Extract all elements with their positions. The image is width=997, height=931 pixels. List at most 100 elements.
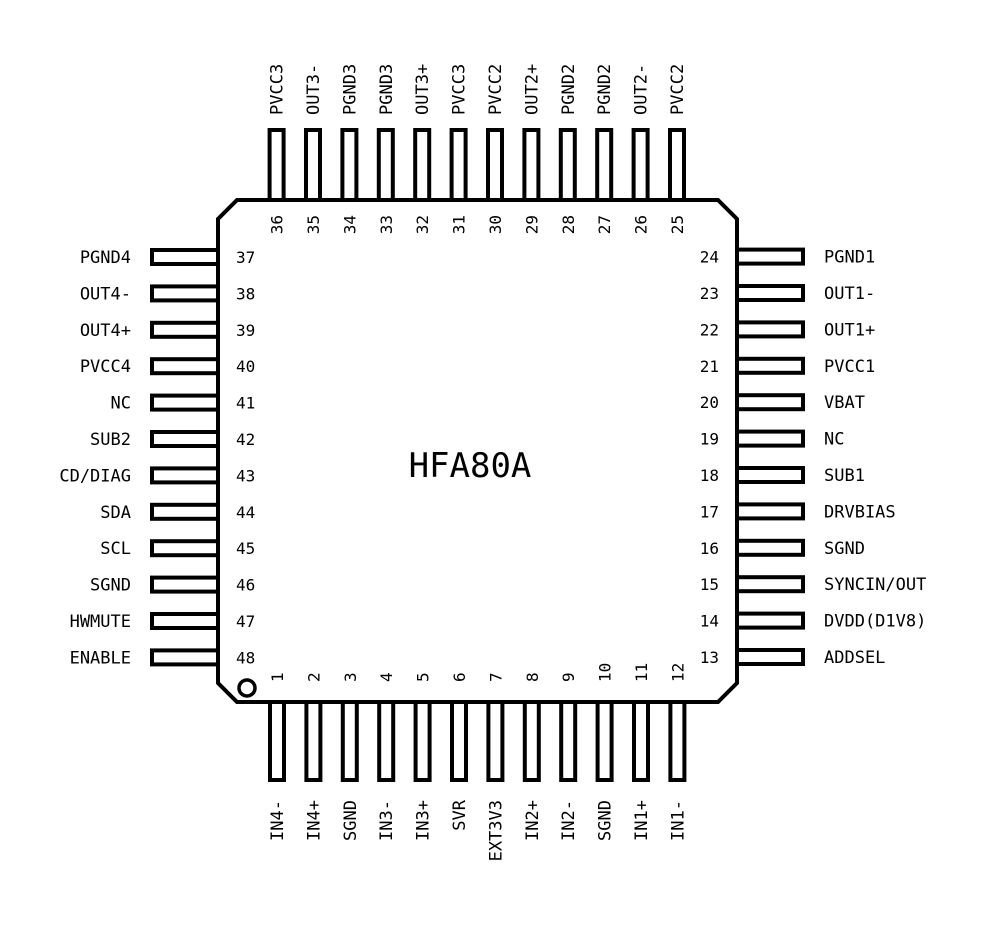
pin-pad-17	[735, 502, 805, 521]
pin-name-10: SGND	[596, 800, 616, 841]
pin-pad-8	[522, 700, 541, 782]
pin-name-24: PGND1	[824, 248, 875, 268]
pin-pad-9	[559, 700, 578, 782]
pin1-marker-icon	[237, 678, 257, 698]
pin-number-43: 43	[236, 466, 255, 485]
pin-number-48: 48	[236, 648, 255, 667]
pin-pad-37	[150, 248, 220, 266]
pin-number-39: 39	[236, 321, 255, 340]
pin-pad-1	[268, 700, 286, 782]
pin-number-9: 9	[559, 672, 578, 682]
pin-number-13: 13	[700, 648, 719, 667]
pin-name-43: CD/DIAG	[59, 466, 131, 486]
pin-number-27: 27	[595, 215, 614, 234]
pin-number-18: 18	[700, 466, 719, 485]
pin-pad-40	[150, 357, 220, 376]
pin-name-37: PGND4	[80, 248, 131, 268]
pin-name-22: OUT1+	[824, 320, 875, 340]
pin-number-26: 26	[632, 215, 651, 234]
pin-name-1: IN4-	[268, 800, 288, 841]
pin-name-23: OUT1-	[824, 284, 875, 304]
pin-pad-10	[595, 700, 614, 782]
pin-pad-41	[150, 393, 220, 412]
pin-number-44: 44	[236, 503, 255, 522]
pin-pad-11	[632, 700, 650, 782]
pin-name-13: ADDSEL	[824, 648, 885, 668]
pin-pad-12	[668, 700, 687, 782]
pin-number-37: 37	[236, 248, 255, 267]
pin-pad-46	[150, 575, 220, 594]
pin-pad-44	[150, 502, 220, 521]
pin-number-34: 34	[340, 215, 359, 234]
pin-name-2: IN4+	[304, 800, 324, 841]
pin-pad-43	[150, 466, 220, 485]
pin-pad-18	[735, 466, 805, 484]
pin-pad-31	[449, 128, 468, 202]
pin-pad-19	[735, 429, 805, 448]
pin-number-16: 16	[700, 539, 719, 558]
pin-number-4: 4	[377, 672, 396, 682]
pin-name-3: SGND	[341, 800, 361, 841]
pin-pad-15	[735, 575, 805, 594]
pin-pad-32	[413, 128, 432, 202]
pin-name-20: VBAT	[824, 393, 865, 413]
pin-number-35: 35	[304, 215, 323, 234]
pin-name-30: PVCC2	[486, 64, 506, 115]
pin-name-45: SCL	[100, 539, 131, 559]
pin-pad-29	[522, 128, 541, 202]
pin-number-11: 11	[632, 663, 651, 682]
pin-number-32: 32	[413, 215, 432, 234]
pin-pad-26	[631, 128, 650, 202]
pin-name-40: PVCC4	[80, 357, 131, 377]
pin-pad-42	[150, 430, 220, 448]
pin-pad-21	[735, 356, 805, 375]
pin-pad-14	[735, 611, 805, 630]
pin-number-20: 20	[700, 393, 719, 412]
pin-pad-35	[304, 128, 322, 202]
pin-name-17: DRVBIAS	[824, 502, 896, 522]
pin-number-21: 21	[700, 357, 719, 376]
pin-name-31: PVCC3	[450, 64, 470, 115]
pin-name-42: SUB2	[90, 430, 131, 450]
pin-pad-27	[595, 128, 614, 202]
pin-name-26: OUT2-	[632, 64, 652, 115]
pin-number-10: 10	[596, 663, 615, 682]
pin-name-39: OUT4+	[80, 321, 131, 341]
pin-name-35: OUT3-	[304, 64, 324, 115]
pin-pad-47	[150, 612, 220, 630]
pin-number-7: 7	[486, 672, 505, 682]
pin-number-2: 2	[304, 672, 323, 682]
chip-name: HFA80A	[409, 446, 532, 486]
pin-number-29: 29	[522, 215, 541, 234]
pin-pad-2	[304, 700, 323, 782]
pin-number-46: 46	[236, 576, 255, 595]
pin-name-4: IN3-	[377, 800, 397, 841]
pin-number-41: 41	[236, 394, 255, 413]
pin-name-14: DVDD(D1V8)	[824, 612, 926, 632]
pin-name-48: ENABLE	[70, 648, 131, 668]
pin-pad-39	[150, 320, 220, 339]
pin-pad-3	[340, 700, 359, 782]
pin-name-19: NC	[824, 430, 844, 450]
pin-number-42: 42	[236, 430, 255, 449]
pin-pad-22	[735, 320, 805, 339]
pin-pad-5	[413, 700, 432, 782]
pin-name-34: PGND3	[340, 64, 360, 115]
pin-name-36: PVCC3	[268, 64, 288, 115]
pin-pad-45	[150, 539, 220, 558]
pin-number-6: 6	[450, 672, 469, 682]
pin-pad-36	[267, 128, 286, 202]
pin-name-9: IN2-	[559, 800, 579, 841]
pin-pad-7	[486, 700, 505, 782]
pin-number-19: 19	[700, 430, 719, 449]
pin-name-16: SGND	[824, 539, 865, 559]
pin-name-18: SUB1	[824, 466, 865, 486]
pin-name-33: PGND3	[377, 64, 397, 115]
pin-number-22: 22	[700, 320, 719, 339]
pin-name-32: OUT3+	[413, 64, 433, 115]
pin-name-25: PVCC2	[668, 64, 688, 115]
pin-name-12: IN1-	[668, 800, 688, 841]
pin-name-7: EXT3V3	[486, 800, 506, 861]
